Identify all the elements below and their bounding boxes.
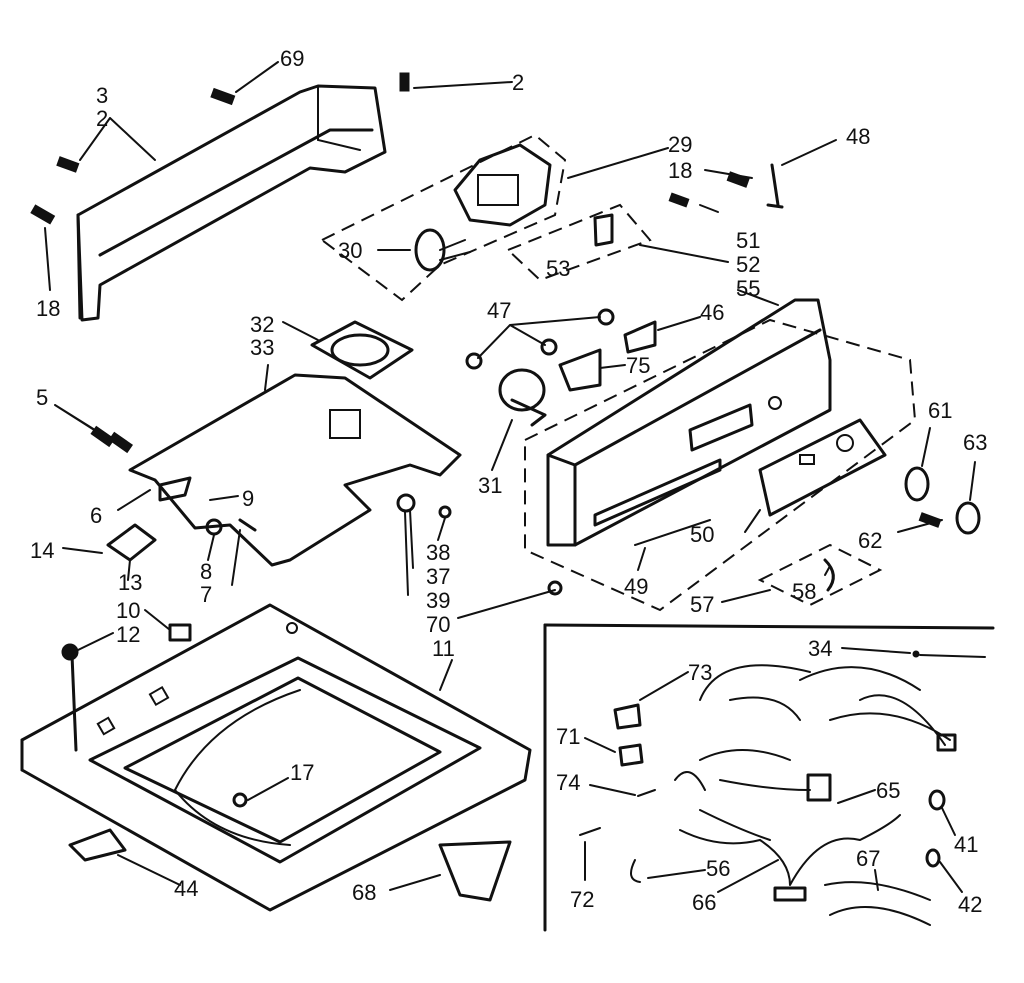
top-cover-plate xyxy=(128,320,462,567)
label-46: 46 xyxy=(700,300,724,325)
label-71: 71 xyxy=(556,724,580,749)
label-17: 17 xyxy=(290,760,314,785)
screw-2-top xyxy=(399,72,410,92)
label-10: 10 xyxy=(116,598,140,623)
label-66: 66 xyxy=(692,890,716,915)
label-68: 68 xyxy=(352,880,376,905)
label-47: 47 xyxy=(487,298,511,323)
label-5: 5 xyxy=(36,385,48,410)
label-56: 56 xyxy=(706,856,730,881)
label-2-top: 2 xyxy=(512,70,524,95)
label-61: 61 xyxy=(928,398,952,423)
latch-44 xyxy=(68,828,127,862)
label-53: 53 xyxy=(546,256,570,281)
knob-61 xyxy=(904,466,930,502)
label-49: 49 xyxy=(624,574,648,599)
label-74: 74 xyxy=(556,770,580,795)
label-75: 75 xyxy=(626,353,650,378)
label-33: 33 xyxy=(250,335,274,360)
switch-52-53 xyxy=(506,203,652,282)
label-8: 8 xyxy=(200,559,212,584)
label-34: 34 xyxy=(808,636,832,661)
lid-switch-10 xyxy=(168,623,192,642)
parts-6-9 xyxy=(158,476,257,536)
label-57: 57 xyxy=(690,592,714,617)
label-9: 9 xyxy=(242,486,254,511)
nut-12 xyxy=(61,643,79,661)
screw-17 xyxy=(232,792,248,808)
label-18-right: 18 xyxy=(668,158,692,183)
knob-63 xyxy=(955,501,981,535)
screw-2-left xyxy=(56,156,80,173)
bracket-75 xyxy=(558,348,602,392)
hinge-14 xyxy=(106,523,157,562)
label-50: 50 xyxy=(690,522,714,547)
label-42: 42 xyxy=(958,892,982,917)
label-55: 55 xyxy=(736,276,760,301)
fastener-37-39 xyxy=(396,493,452,519)
wiring-inset-box xyxy=(543,623,995,932)
nut-70 xyxy=(547,580,563,596)
label-31: 31 xyxy=(478,473,502,498)
label-13: 13 xyxy=(118,570,142,595)
label-44: 44 xyxy=(174,876,198,901)
label-3: 3 xyxy=(96,83,108,108)
callout-labels: 69 2 3 2 18 29 48 18 30 53 51 52 55 32 3… xyxy=(30,46,987,917)
label-48: 48 xyxy=(846,124,870,149)
pressure-switch-31 xyxy=(498,368,547,427)
hinge-68 xyxy=(438,840,512,902)
screw-69 xyxy=(210,87,236,106)
label-67: 67 xyxy=(856,846,880,871)
label-12: 12 xyxy=(116,622,140,647)
label-69: 69 xyxy=(280,46,304,71)
console-back-panel xyxy=(76,84,387,322)
nut-47b xyxy=(540,338,558,356)
label-29: 29 xyxy=(668,132,692,157)
label-51: 51 xyxy=(736,228,760,253)
label-58: 58 xyxy=(792,579,816,604)
label-11: 11 xyxy=(432,636,455,661)
label-39: 39 xyxy=(426,588,450,613)
timer-group-outline xyxy=(320,133,567,302)
label-52: 52 xyxy=(736,252,760,277)
part-57-58 xyxy=(757,543,883,607)
label-72: 72 xyxy=(570,887,594,912)
label-38: 38 xyxy=(426,540,450,565)
label-2-left: 2 xyxy=(96,106,108,131)
clip-48 xyxy=(766,163,784,209)
label-62: 62 xyxy=(858,528,882,553)
label-6: 6 xyxy=(90,503,102,528)
label-63: 63 xyxy=(963,430,987,455)
label-18-left: 18 xyxy=(36,296,60,321)
leader-lines xyxy=(44,61,976,893)
screw-5-pair xyxy=(90,425,134,454)
label-30: 30 xyxy=(338,238,362,263)
label-70: 70 xyxy=(426,612,450,637)
nut-47a xyxy=(597,308,615,326)
bracket-46 xyxy=(623,320,657,354)
label-37: 37 xyxy=(426,564,450,589)
label-32: 32 xyxy=(250,312,274,337)
screw-18-left xyxy=(30,204,56,225)
control-console-group xyxy=(524,298,917,612)
label-14: 14 xyxy=(30,538,54,563)
washer-top-11 xyxy=(20,603,532,912)
label-73: 73 xyxy=(688,660,712,685)
screw-51 xyxy=(668,192,690,208)
nut-47c xyxy=(465,352,483,370)
label-65: 65 xyxy=(876,778,900,803)
label-41: 41 xyxy=(954,832,978,857)
label-7: 7 xyxy=(200,582,212,607)
